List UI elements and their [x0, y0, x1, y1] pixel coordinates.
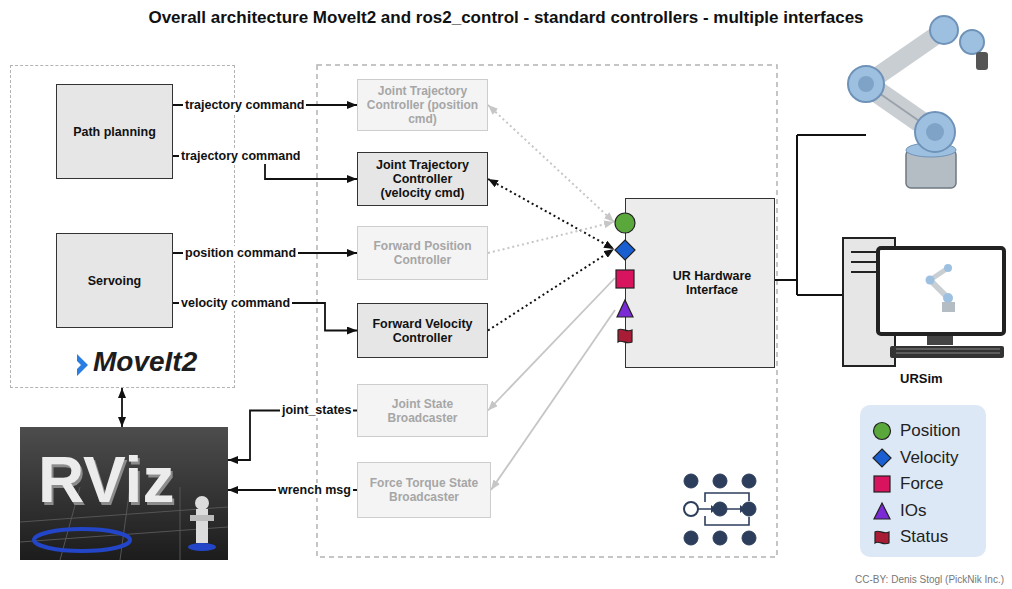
connector-arrow [488, 278, 615, 411]
legend-item: Position [872, 418, 986, 445]
drawing-part [878, 248, 1004, 334]
legend-text: Velocity [900, 448, 959, 468]
drawing-part [915, 112, 955, 152]
interface-symbols [613, 199, 637, 369]
drawing-part [960, 30, 984, 54]
controller-box: Forward Velocity Controller [357, 303, 488, 358]
drawing-part [34, 529, 130, 551]
drawing-part [874, 476, 890, 492]
connector-arrow [121, 388, 123, 427]
broadcaster-box: Joint State Broadcaster [357, 384, 488, 437]
rviz-viewer: RViz [20, 427, 228, 560]
io-symbol [617, 300, 633, 317]
drawing-part [742, 474, 756, 488]
drawing-part [943, 293, 953, 303]
legend-symbol [872, 448, 892, 468]
connector-arrow [488, 179, 614, 249]
drawing-part [896, 349, 1000, 353]
hardware-interface-box: UR Hardware Interface [625, 198, 775, 368]
legend-text: Force [900, 474, 943, 494]
moveit-group: MoveIt2 Path planningServoing [10, 65, 235, 388]
legend-symbol [872, 527, 892, 547]
node-label: Forward Position Controller [367, 239, 479, 267]
legend-symbol [872, 501, 892, 521]
drawing-part [890, 346, 1004, 358]
legend-text: IOs [900, 501, 926, 521]
edge-label: joint_states [280, 403, 353, 418]
edge-label: position command [183, 246, 298, 261]
planner-box: Path planning [56, 84, 173, 179]
drawing-part [684, 531, 698, 545]
robot-illustration [848, 16, 988, 188]
node-label: Joint Trajectory Controller (position cm… [367, 84, 479, 126]
ros2-control-group-outline [317, 65, 777, 557]
drawing-part [742, 531, 756, 545]
drawing-part [942, 302, 955, 312]
credit-caption: CC-BY: Denis Stogl (PickNik Inc.) [855, 574, 1004, 585]
drawing-part [926, 276, 935, 285]
legend-symbol [872, 474, 892, 494]
node-label: Joint Trajectory Controller (velocity cm… [367, 158, 479, 200]
status-symbol [618, 329, 632, 343]
moveit-logo-mark [75, 352, 91, 378]
figure-label: URSim [900, 371, 943, 386]
drawing-part [875, 531, 889, 544]
drawing-part [976, 52, 988, 70]
logo-text: MoveIt2 [93, 346, 197, 378]
position-symbol [615, 213, 635, 233]
legend-text: Position [900, 421, 960, 441]
controller-box: Joint Trajectory Controller (position cm… [357, 79, 488, 131]
legend-item: Status [872, 524, 986, 551]
drawing-part [874, 423, 891, 440]
drawing-part [944, 264, 952, 272]
drawing-part [713, 474, 727, 488]
edge-label: velocity command [179, 296, 292, 311]
node-label: Servoing [88, 274, 142, 288]
drawing-part [684, 474, 698, 488]
drawing-part [926, 123, 944, 141]
drawing-part [873, 449, 891, 467]
logo-text: RViz [38, 445, 174, 515]
legend-symbol [872, 421, 892, 441]
node-label: UR Hardware Interface [665, 269, 760, 297]
connector-arrow [488, 249, 614, 331]
legend-item: IOs [872, 498, 986, 525]
drawing-part [190, 515, 214, 521]
drawing-part [698, 493, 749, 525]
drawing-part [713, 531, 727, 545]
drawing-part [858, 76, 874, 92]
node-label: Joint State Broadcaster [367, 397, 479, 425]
node-label: Path planning [73, 125, 156, 139]
legend-text: Status [900, 527, 948, 547]
force-symbol [616, 270, 634, 288]
velocity-symbol [615, 240, 635, 260]
node-label: Force Torque State Broadcaster [364, 476, 484, 504]
drawing-part [188, 543, 216, 551]
drawing-part [77, 354, 88, 376]
controller-box: Joint Trajectory Controller (velocity cm… [357, 152, 488, 206]
drawing-part [848, 66, 884, 102]
edge-label: trajectory command [183, 98, 306, 113]
legend-item: Force [872, 471, 986, 498]
legend-panel: PositionVelocityForceIOsStatus [860, 405, 986, 557]
edge-label: wrench msg [276, 483, 353, 498]
diagram-title: Overall architecture MoveIt2 and ros2_co… [0, 8, 1012, 28]
legend-item: Velocity [872, 445, 986, 472]
broadcaster-box: Force Torque State Broadcaster [357, 462, 491, 518]
drawing-part [930, 16, 958, 44]
controller-box: Forward Position Controller [357, 226, 488, 280]
ros2-control-icon [684, 474, 756, 545]
drawing-part [195, 496, 209, 510]
drawing-part [874, 503, 890, 519]
edge-label: trajectory command [179, 149, 302, 164]
drawing-part [196, 509, 208, 543]
connector-arrow [488, 222, 614, 253]
connector-arrow [488, 105, 614, 222]
connector-arrow [491, 310, 615, 490]
drawing-part [711, 505, 745, 513]
drawing-part [684, 502, 698, 516]
planner-box: Servoing [56, 233, 173, 328]
computer-illustration [843, 238, 1004, 366]
node-label: Forward Velocity Controller [367, 317, 479, 345]
